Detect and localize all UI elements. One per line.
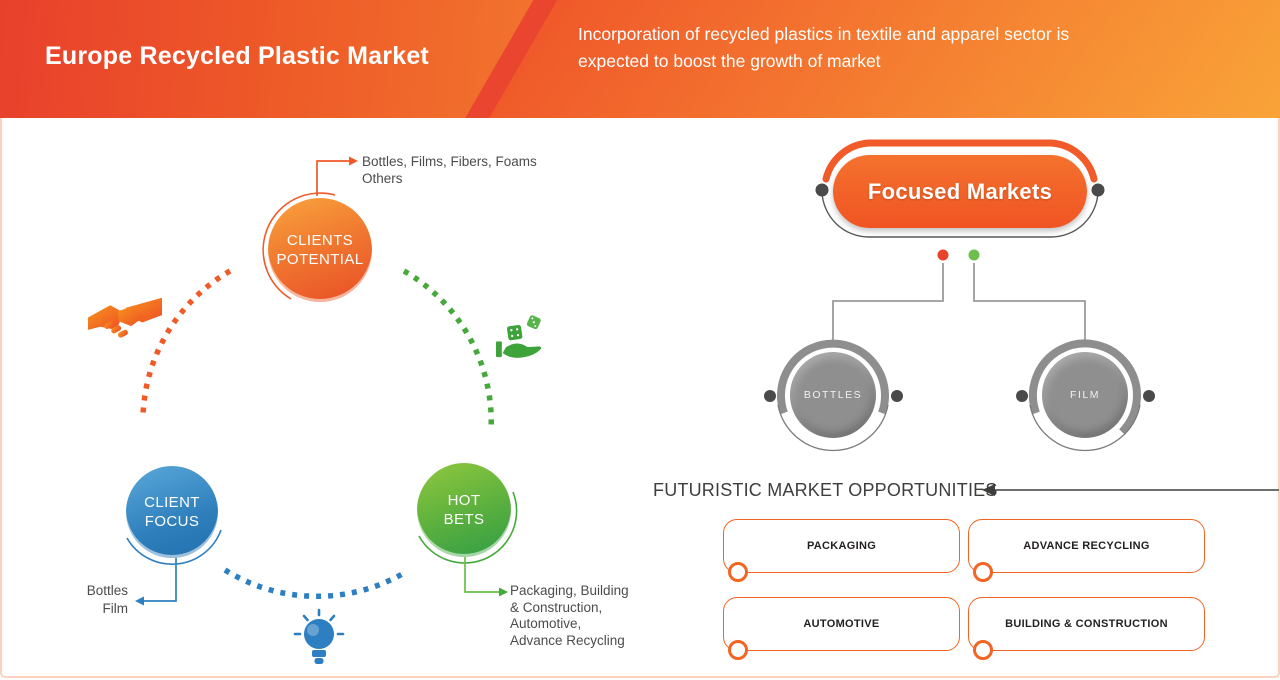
page-title: Europe Recycled Plastic Market [45,42,429,70]
film-thin-arc [1029,404,1141,452]
header-banner [0,0,1280,118]
market-node-film-label: FILM [1070,389,1100,401]
connector-clients-potential [316,160,349,196]
opportunity-label: PACKAGING [806,540,877,552]
opportunity-box-advance-recycling: ADVANCE RECYCLING [968,519,1205,582]
arrowhead-client-focus [135,596,144,606]
film-side-dot-left [1016,390,1028,402]
opportunity-corner-dot [973,562,993,582]
callout-hot-bets: Packaging, Building & Construction, Auto… [510,583,629,648]
branch-dot-red [937,249,949,261]
pill-ring-bottom [821,191,1099,238]
film-thick-arc [1028,339,1141,435]
opportunities-arrowhead [982,484,995,496]
bottles-thick-arc [777,339,889,415]
node-hot-bets: HOT BETS [417,463,511,557]
opportunity-box-packaging: PACKAGING [723,519,960,582]
dotted-arc-blue [223,567,406,600]
callout-clients-potential: Bottles, Films, Fibers, Foams Others [362,154,537,186]
dotted-arc-orange [140,268,232,417]
arrowhead-clients-potential [349,156,358,166]
lightbulb-icon [293,607,345,667]
opportunity-corner-dot [728,640,748,660]
connector-client-focus [144,557,177,602]
content-frame [0,118,1280,678]
opportunities-heading: FUTURISTIC MARKET OPPORTUNITIES [653,480,998,500]
market-node-bottles: BOTTLES [790,352,876,438]
focused-markets-pill: Focused Markets [833,155,1087,228]
node-clients-potential: CLIENTS POTENTIAL [268,198,372,302]
node-hot-bets-label: HOT BETS [443,492,485,528]
ring-clients-potential [262,192,336,300]
node-client-focus: CLIENT FOCUS [126,466,218,558]
film-side-dot-right [1143,390,1155,402]
market-node-bottles-label: BOTTLES [803,389,863,401]
pill-ring-top [822,139,1098,183]
market-node-film: FILM [1042,352,1128,438]
node-client-focus-label: CLIENT FOCUS [144,494,200,530]
branch-dot-green [968,249,980,261]
focused-markets-title: Focused Markets [867,178,1053,204]
opportunity-box-building-construction: BUILDING & CONSTRUCTION [968,597,1205,660]
opportunity-box-automotive: AUTOMOTIVE [723,597,960,660]
connector-hot-bets [464,557,499,593]
node-clients-potential-label: CLIENTS POTENTIAL [276,232,364,268]
branch-line-film [973,263,1086,340]
dotted-arc-green [402,268,494,432]
opportunity-corner-dot [973,640,993,660]
arrowhead-hot-bets [499,587,508,597]
opportunity-label: BUILDING & CONSTRUCTION [1005,618,1168,630]
callout-client-focus: Bottles Film [86,583,128,616]
branch-line-bottles [832,263,944,340]
opportunity-corner-dot [728,562,748,582]
handshake-icon [88,297,162,343]
ring-hot-bets [418,491,518,564]
opportunity-label: ADVANCE RECYCLING [1023,540,1150,552]
dice-in-hand-icon [496,312,546,364]
pill-end-dot-left [815,183,829,197]
bottles-thin-arc [777,404,889,452]
opportunity-label: AUTOMOTIVE [803,618,880,630]
page-subtitle: Incorporation of recycled plastics in te… [578,24,1070,71]
bottles-side-dot-right [891,390,903,402]
pill-end-dot-right [1091,183,1105,197]
bottles-side-dot-left [764,390,776,402]
